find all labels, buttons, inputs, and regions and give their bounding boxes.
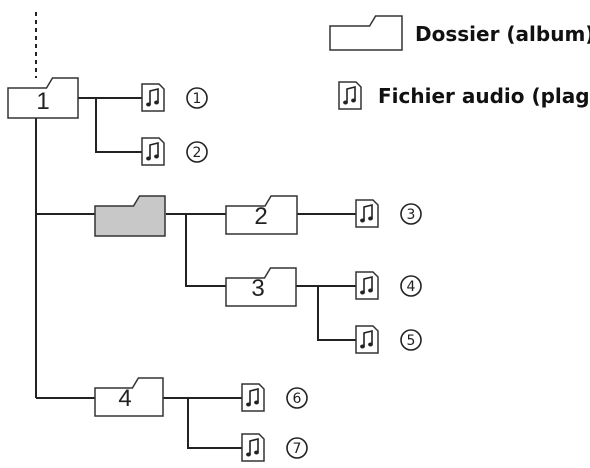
track-number-badge: 7 [286,437,308,459]
folder-f2: 2 [225,195,298,235]
folder-shaded [94,195,166,237]
folder-f3: 3 [225,267,297,307]
track-number: 2 [193,145,202,161]
track-number: 4 [407,279,416,295]
audio-file-icon [141,83,165,112]
legend-folder-label: Dossier (album) [415,22,590,46]
legend-graphics [329,15,403,110]
track-number: 6 [293,391,302,407]
folder-number-label: 1 [36,88,49,115]
audio-file-icon [355,271,379,300]
legend-audio-file-icon [338,81,362,110]
connector-line [317,286,356,341]
connector-line [187,398,242,449]
legend-file-label: Fichier audio (plage) [378,84,590,108]
folder-icon [94,377,164,417]
folders-layer: 1 2 3 4 [7,77,298,417]
track-number-badge: 3 [400,203,422,225]
track-number-badge: 2 [186,141,208,163]
folder-icon [225,267,297,307]
folder-icon [94,195,166,237]
track-number-badge: 6 [286,387,308,409]
audio-file-icon [241,383,265,412]
audio-file-icon [355,199,379,228]
audio-file-icon [141,137,165,166]
connector-line [185,214,226,287]
legend-folder-icon [329,15,403,51]
track-number-badge: 1 [186,87,208,109]
connector-lines [35,12,356,449]
track-number: 1 [193,91,202,107]
track-number: 5 [407,333,416,349]
audio-file-icon [241,433,265,462]
folder-icon [7,77,79,119]
track-number-badge: 4 [400,275,422,297]
folder-number-label: 4 [118,385,131,412]
audio-file-icon [355,325,379,354]
track-number-badge: 5 [400,329,422,351]
files-layer: 1 2 3 4 5 6 7 [141,83,422,462]
folder-root: 1 [7,77,79,119]
connector-line [95,98,142,153]
track-number: 7 [293,441,302,457]
folder-f4: 4 [94,377,164,417]
folder-number-label: 2 [254,203,267,230]
folder-number-label: 3 [251,275,264,302]
track-number: 3 [407,207,416,223]
folder-icon [225,195,298,235]
